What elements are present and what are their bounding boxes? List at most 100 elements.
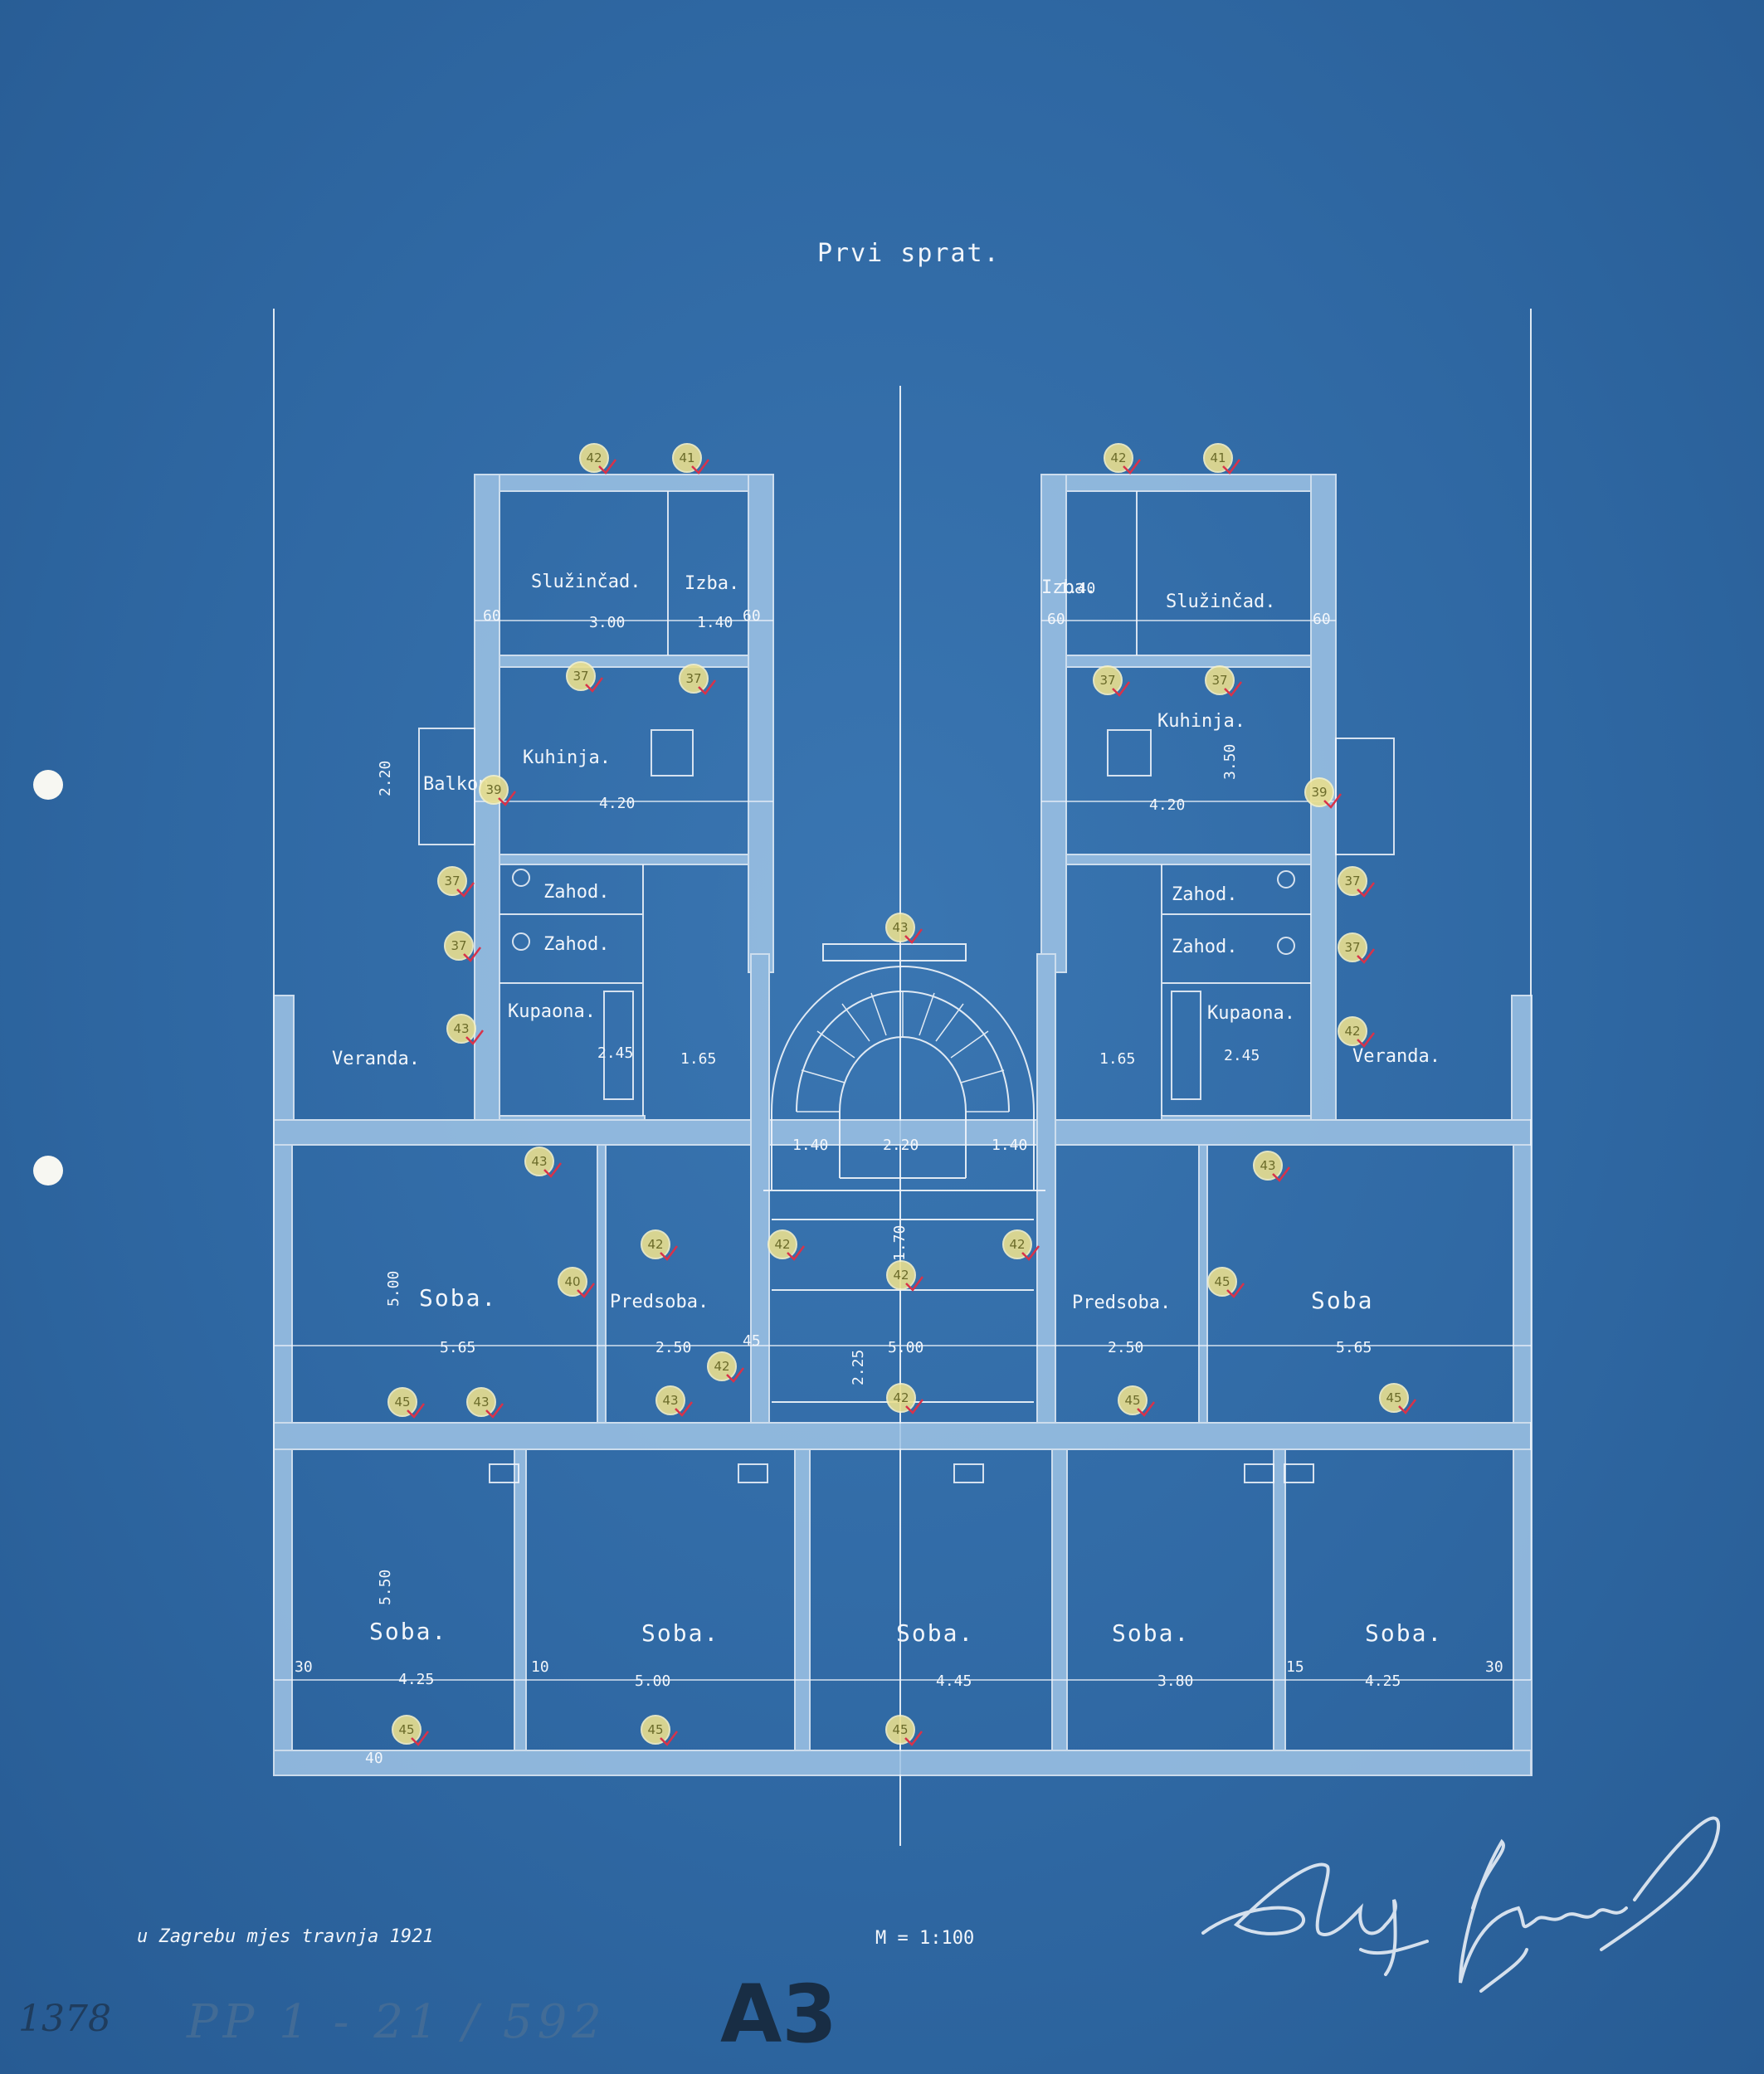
check-tick-icon xyxy=(1357,1032,1375,1048)
dim-left-izba-width: 1.40 xyxy=(697,614,733,631)
room-label-left-kuhinja: Kuhinja. xyxy=(523,747,611,768)
dim-stair-side-a: 1.40 xyxy=(792,1137,828,1154)
check-tick-icon xyxy=(1357,882,1375,898)
survey-marker xyxy=(1338,866,1367,896)
check-tick-icon xyxy=(787,1245,805,1261)
scale-note: M = 1:100 xyxy=(875,1928,975,1949)
survey-marker-number: 42 xyxy=(893,1390,909,1405)
check-tick-icon xyxy=(1222,459,1240,475)
survey-marker xyxy=(387,1387,417,1417)
dim-bottom-depth: 5.50 xyxy=(377,1570,394,1605)
dim-left-hall-width: 1.65 xyxy=(680,1050,716,1068)
dim-right-soba-width: 5.65 xyxy=(1336,1339,1372,1356)
dimension-lines xyxy=(274,620,1531,1681)
survey-marker xyxy=(1093,665,1123,695)
dim-wall-40: 40 xyxy=(365,1750,383,1767)
walls xyxy=(273,474,1533,1776)
survey-marker-number: 45 xyxy=(394,1395,410,1409)
check-tick-icon xyxy=(465,1030,484,1045)
check-tick-icon xyxy=(726,1367,744,1383)
check-tick-icon xyxy=(1021,1245,1040,1261)
check-tick-icon xyxy=(698,679,716,695)
dim-hall-depth: 1.70 xyxy=(891,1225,909,1261)
dim-right-predsoba-width: 2.50 xyxy=(1108,1339,1143,1356)
check-tick-icon xyxy=(1137,1401,1155,1417)
room-label-right-kuhinja: Kuhinja. xyxy=(1157,711,1245,732)
survey-marker-number: 43 xyxy=(453,1021,469,1036)
dim-stair-width: 2.20 xyxy=(883,1137,919,1154)
survey-marker-number: 37 xyxy=(1344,940,1360,955)
check-tick-icon xyxy=(1224,681,1242,697)
drawing-title: Prvi sprat. xyxy=(817,239,1001,268)
dim-right-kuhinja-depth: 3.50 xyxy=(1221,744,1239,780)
archive-number: 1378 xyxy=(18,1998,111,2040)
survey-marker xyxy=(566,661,596,691)
survey-marker-number: 45 xyxy=(1386,1390,1401,1405)
room-label-left-zahod-1: Zahod. xyxy=(543,882,609,903)
dim-bottom-width-2: 5.00 xyxy=(635,1672,670,1690)
check-tick-icon xyxy=(598,459,616,475)
check-tick-icon xyxy=(1357,948,1375,964)
survey-marker xyxy=(524,1147,554,1176)
room-label-right-veranda: Veranda. xyxy=(1352,1046,1440,1067)
room-label-left-veranda: Veranda. xyxy=(332,1049,420,1069)
dim-left-predsoba-width: 2.50 xyxy=(655,1339,691,1356)
survey-marker-number: 42 xyxy=(1344,1024,1360,1039)
survey-marker-number: 37 xyxy=(444,874,460,889)
check-tick-icon xyxy=(660,1731,678,1746)
survey-marker xyxy=(672,443,702,473)
room-label-bottom-soba-4: Soba. xyxy=(1112,1619,1190,1647)
dim-right-kuhinja-width: 4.20 xyxy=(1149,796,1185,814)
room-label-bottom-soba-2: Soba. xyxy=(641,1619,719,1647)
dim-wall-30: 30 xyxy=(295,1658,313,1676)
check-tick-icon xyxy=(1272,1166,1290,1182)
survey-marker xyxy=(655,1385,685,1415)
survey-marker-number: 41 xyxy=(1210,450,1226,465)
check-tick-icon xyxy=(1323,793,1342,809)
survey-marker-number: 45 xyxy=(647,1722,663,1737)
survey-marker xyxy=(437,866,467,896)
room-label-left-predsoba: Predsoba. xyxy=(610,1292,709,1312)
dim-left-balkon-depth: 2.20 xyxy=(377,761,394,796)
room-label-right-soba: Soba xyxy=(1311,1287,1373,1314)
survey-marker xyxy=(679,664,709,694)
survey-marker-number: 40 xyxy=(564,1274,580,1289)
dim-hall-width: 5.00 xyxy=(888,1339,923,1356)
survey-marker-number: 42 xyxy=(714,1359,729,1374)
check-tick-icon xyxy=(1112,681,1130,697)
check-tick-icon xyxy=(463,947,481,962)
interior-lines xyxy=(418,491,1395,1483)
dim-left-kupaona-width: 2.45 xyxy=(597,1044,633,1062)
room-label-left-soba: Soba. xyxy=(419,1284,497,1312)
room-label-bottom-soba-5: Soba. xyxy=(1365,1619,1443,1647)
survey-marker xyxy=(641,1229,670,1259)
survey-marker xyxy=(558,1267,587,1297)
staircase xyxy=(763,943,1045,1403)
survey-marker-number: 37 xyxy=(1099,673,1115,688)
survey-marker-number: 42 xyxy=(1110,450,1126,465)
room-label-right-kupaona: Kupaona. xyxy=(1207,1003,1295,1024)
survey-marker-number: 42 xyxy=(647,1237,663,1252)
room-label-right-izba: Izba. xyxy=(1041,577,1096,598)
survey-marker xyxy=(444,931,474,961)
survey-marker xyxy=(1207,1267,1237,1297)
check-tick-icon xyxy=(1398,1399,1416,1414)
dim-hall-depth-2: 2.25 xyxy=(850,1350,867,1385)
survey-marker xyxy=(466,1387,496,1417)
survey-marker-number: 43 xyxy=(473,1395,489,1409)
survey-marker xyxy=(707,1351,737,1381)
survey-marker-number: 43 xyxy=(1260,1158,1275,1173)
dim-left-wall-60a: 60 xyxy=(483,607,501,625)
survey-marker xyxy=(886,1260,916,1290)
room-label-left-kupaona: Kupaona. xyxy=(508,1001,596,1022)
room-label-right-sluzincad: Služinčad. xyxy=(1166,592,1275,612)
survey-marker xyxy=(1002,1229,1032,1259)
survey-marker-number: 39 xyxy=(1311,785,1327,800)
survey-marker xyxy=(1104,443,1133,473)
survey-marker xyxy=(1203,443,1233,473)
dim-left-wall-60b: 60 xyxy=(743,607,761,625)
check-tick-icon xyxy=(498,791,516,806)
check-tick-icon xyxy=(411,1731,429,1746)
